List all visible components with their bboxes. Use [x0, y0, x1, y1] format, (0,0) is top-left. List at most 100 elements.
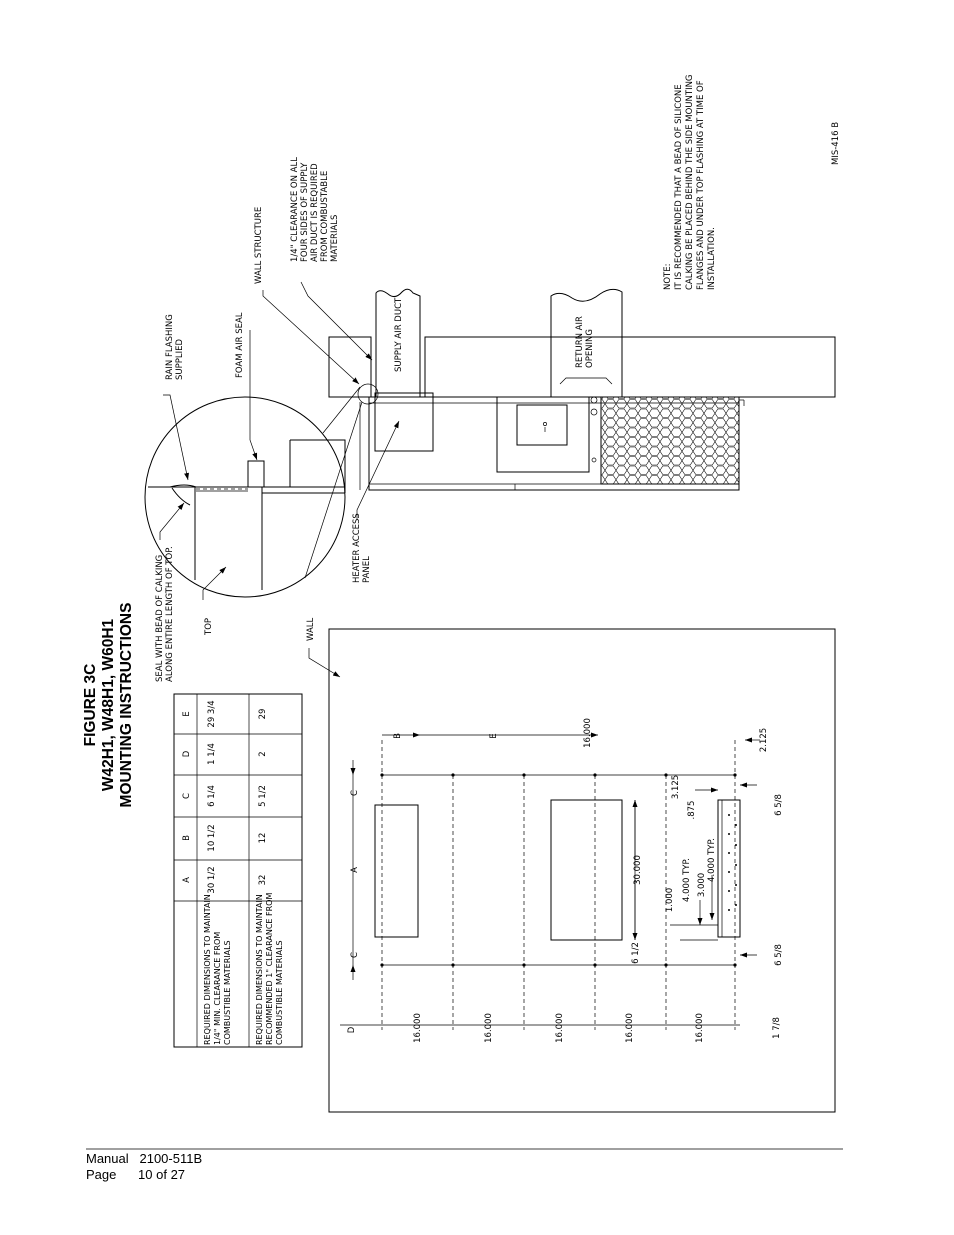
svg-text:16.000: 16.000 [413, 1013, 423, 1043]
table-header-e: E [182, 711, 192, 716]
dimension-letters: D C A C B E [347, 733, 499, 1033]
svg-text:SUPPLIED: SUPPLIED [175, 339, 185, 380]
figure-title-text: MOUNTING INSTRUCTIONS [118, 603, 135, 808]
svg-text:PANEL: PANEL [362, 556, 372, 583]
supply-opening [374, 804, 419, 938]
svg-text:FOAM AIR SEAL: FOAM AIR SEAL [235, 312, 245, 378]
svg-text:NOTE:: NOTE: [663, 264, 673, 290]
callout-foam-air-seal: FOAM AIR SEAL [235, 312, 245, 378]
footer-manual-value: 2100-511B [139, 1151, 203, 1166]
svg-text:HEATER ACCESS: HEATER ACCESS [352, 513, 362, 583]
svg-text:1/4" CLEARANCE ON ALL: 1/4" CLEARANCE ON ALL [290, 157, 300, 262]
table-cell: 5 1/2 [258, 785, 268, 807]
svg-text:3.000: 3.000 [697, 873, 707, 897]
callout-top: TOP [204, 618, 214, 636]
svg-text:RETURN AIR: RETURN AIR [575, 316, 585, 368]
svg-text:INSTALLATION.: INSTALLATION. [707, 227, 717, 290]
svg-text:.875: .875 [687, 801, 697, 820]
svg-text:30.000: 30.000 [633, 855, 643, 885]
svg-text:ALONG ENTIRE LENGTH OF TOP.: ALONG ENTIRE LENGTH OF TOP. [165, 546, 175, 682]
table-header-a: A [182, 877, 192, 883]
figure-title: FIGURE 3C W42H1, W48H1, W60H1 MOUNTING I… [82, 603, 135, 808]
callout-leaders [159, 281, 400, 678]
table-header-c: C [182, 793, 192, 799]
flashing-detail [144, 386, 363, 598]
svg-text:TOP: TOP [204, 618, 214, 636]
svg-text:WALL STRUCTURE: WALL STRUCTURE [254, 207, 264, 284]
svg-text:COMBUSTIBLE MATERIALS: COMBUSTIBLE MATERIALS [275, 940, 284, 1045]
note-block: NOTE: IT IS RECOMMENDED THAT A BEAD OF S… [663, 74, 717, 290]
svg-text:REQUIRED DIMENSIONS TO MAINTAI: REQUIRED DIMENSIONS TO MAINTAIN [203, 894, 212, 1045]
svg-text:AIR DUCT IS REQUIRED: AIR DUCT IS REQUIRED [310, 163, 320, 262]
figure-models: W42H1, W48H1, W60H1 [100, 618, 117, 791]
svg-text:1.000: 1.000 [665, 888, 675, 912]
table-header-b: B [182, 835, 192, 841]
svg-text:SUPPLY AIR DUCT: SUPPLY AIR DUCT [394, 297, 404, 372]
dim-letter-c: C [350, 952, 360, 958]
wall-layout [328, 628, 836, 1113]
svg-text:WALL: WALL [306, 618, 316, 641]
label-return-air-opening: RETURN AIR OPENING [575, 316, 595, 368]
svg-text:IT IS RECOMMENDED THAT A BEAD: IT IS RECOMMENDED THAT A BEAD OF SILICON… [674, 84, 684, 290]
callout-seal: SEAL WITH BEAD OF CALKING ALONG ENTIRE L… [155, 546, 175, 682]
table-header-d: D [182, 750, 192, 757]
drawing-number: MIS-416 B [831, 122, 841, 165]
dimension-values: 16.000 16.000 16.000 16.000 16.000 1 7/8… [413, 718, 784, 1043]
svg-text:6 1/2: 6 1/2 [631, 942, 641, 964]
flange-holes [728, 814, 737, 911]
svg-text:FROM COMBUSTABLE: FROM COMBUSTABLE [320, 171, 330, 262]
svg-text:COMBUSTIBLE MATERIALS: COMBUSTIBLE MATERIALS [223, 940, 232, 1045]
svg-text:6 5/8: 6 5/8 [774, 794, 784, 816]
callout-heater-access-panel: HEATER ACCESS PANEL [352, 513, 372, 583]
svg-text:RAIN FLASHING: RAIN FLASHING [165, 314, 175, 380]
dimension-table: A B C D E REQUIRED DIMENSIONS TO MAINTAI… [173, 693, 303, 1048]
side-flange [717, 799, 741, 938]
svg-text:4.000 TYP.: 4.000 TYP. [707, 838, 717, 882]
dim-letter-b: B [393, 733, 403, 739]
return-opening [550, 799, 623, 941]
svg-text:MIS-416 B: MIS-416 B [831, 122, 841, 165]
callout-clearance: 1/4" CLEARANCE ON ALL FOUR SIDES OF SUPP… [290, 157, 340, 262]
svg-text:RECOMMENDED 1" CLEARANCE FROM: RECOMMENDED 1" CLEARANCE FROM [265, 893, 274, 1045]
table-cell: 12 [258, 833, 268, 844]
svg-text:1/4" MIN. CLEARANCE FROM: 1/4" MIN. CLEARANCE FROM [213, 932, 222, 1045]
svg-text:16.000: 16.000 [484, 1013, 494, 1043]
svg-text:REQUIRED DIMENSIONS TO MAINTAI: REQUIRED DIMENSIONS TO MAINTAIN [255, 894, 264, 1045]
svg-text:SEAL WITH BEAD OF CALKING: SEAL WITH BEAD OF CALKING [155, 555, 165, 682]
svg-text:6 5/8: 6 5/8 [774, 944, 784, 966]
table-cell: 2 [258, 751, 268, 756]
table-cell: 1 1/4 [207, 743, 217, 765]
footer-manual: Manual 2100-511B [86, 1151, 202, 1167]
footer-page-label: Page [86, 1167, 117, 1182]
svg-text:MATERIALS: MATERIALS [330, 215, 340, 262]
label-supply-air-duct: SUPPLY AIR DUCT [394, 297, 404, 372]
table-row-1-label: REQUIRED DIMENSIONS TO MAINTAIN 1/4" MIN… [203, 894, 232, 1045]
svg-text:16.000: 16.000 [695, 1013, 705, 1043]
svg-text:4.000 TYP.: 4.000 TYP. [682, 858, 692, 902]
table-cell: 32 [258, 875, 268, 886]
callout-rain-flashing: RAIN FLASHING SUPPLIED [165, 314, 185, 380]
svg-text:16.000: 16.000 [555, 1013, 565, 1043]
dim-letter-e: E [489, 733, 499, 738]
svg-text:16.000: 16.000 [625, 1013, 635, 1043]
unit-side-view [328, 288, 836, 491]
dim-letter-c: C [350, 790, 360, 796]
table-cell: 6 1/4 [207, 785, 217, 807]
table-cell: 10 1/2 [207, 824, 217, 851]
table-cell: 29 3/4 [207, 700, 217, 727]
table-cell: 29 [258, 709, 268, 720]
footer-manual-label: Manual [86, 1151, 129, 1166]
svg-text:CALKING BE PLACED BEHIND THE S: CALKING BE PLACED BEHIND THE SIDE MOUNTI… [685, 74, 695, 290]
svg-text:1 7/8: 1 7/8 [772, 1017, 782, 1039]
svg-text:3.125: 3.125 [671, 775, 681, 799]
svg-text:FLANGES AND UNDER TOP FLASHING: FLANGES AND UNDER TOP FLASHING AT TIME O… [696, 80, 706, 290]
svg-text:16.000: 16.000 [583, 718, 593, 748]
svg-text:FOUR SIDES OF SUPPLY: FOUR SIDES OF SUPPLY [300, 162, 310, 262]
figure-label: FIGURE 3C [82, 664, 99, 747]
table-row-2-label: REQUIRED DIMENSIONS TO MAINTAIN RECOMMEN… [255, 893, 284, 1045]
footer-page-value: 10 of 27 [138, 1167, 186, 1182]
dim-letter-d: D [347, 1026, 357, 1033]
svg-text:OPENING: OPENING [585, 329, 595, 368]
footer-page: Page 10 of 27 [86, 1167, 185, 1183]
